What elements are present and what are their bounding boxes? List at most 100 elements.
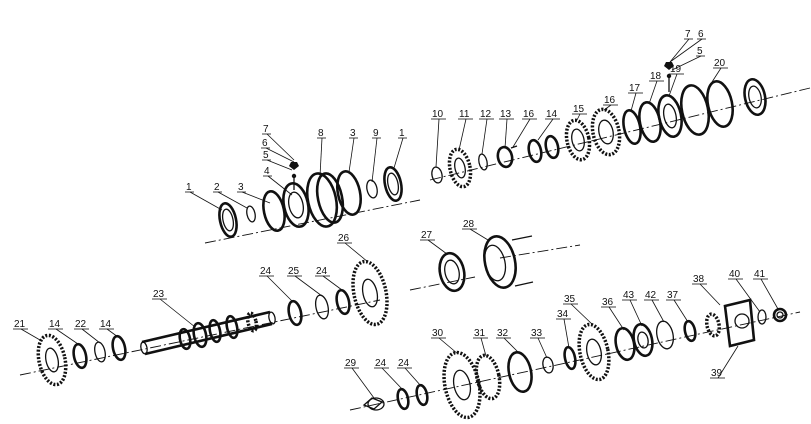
- ring-3-right: [336, 170, 362, 216]
- callout-6: 6: [261, 138, 295, 163]
- callout-number: 5: [697, 46, 703, 57]
- ring-32: [507, 351, 533, 393]
- callout-number: 24: [260, 266, 272, 277]
- gear-26: [351, 259, 389, 327]
- callout-leader: [371, 137, 378, 183]
- ring-24-b: [335, 288, 351, 316]
- callout-33: 33: [530, 328, 548, 359]
- callout-43: 43: [622, 290, 643, 327]
- callout-11: 11: [458, 109, 473, 151]
- callout-22: 22: [74, 319, 101, 344]
- washer-25: [314, 294, 330, 320]
- callout-number: 7: [685, 29, 691, 40]
- ring-34: [563, 345, 577, 371]
- callout-leader: [608, 306, 625, 331]
- callout-number: 17: [629, 83, 641, 94]
- hub-19: [657, 94, 683, 138]
- callout-leader: [504, 118, 508, 149]
- axis-lines: [19, 87, 811, 411]
- callout-leader: [189, 191, 223, 211]
- callout-3: 3: [237, 182, 271, 204]
- ring-37: [683, 319, 697, 343]
- callout-41: 41: [753, 269, 779, 310]
- gear-28: [483, 235, 534, 289]
- callout-leader: [711, 67, 722, 83]
- callout-7: 7: [669, 29, 693, 63]
- callout-3: 3: [348, 128, 358, 173]
- needle-bearing-14-a: [72, 342, 88, 370]
- callout-leader: [159, 298, 196, 328]
- nut-41: [772, 307, 788, 323]
- callout-number: 30: [432, 328, 444, 339]
- callout-number: 14: [100, 319, 112, 330]
- callout-leader: [717, 345, 739, 379]
- callout-24: 24: [397, 358, 422, 387]
- callout-36: 36: [601, 297, 625, 331]
- callout-16: 16: [512, 109, 537, 148]
- callout-number: 6: [698, 29, 704, 40]
- callout-number: 37: [667, 290, 679, 301]
- callout-14: 14: [537, 109, 560, 141]
- lower-right-shaft-group: [362, 298, 788, 420]
- bushing-13: [496, 145, 514, 169]
- washer-12: [478, 153, 488, 171]
- bushing-29: [362, 397, 385, 411]
- callout-number: 25: [288, 266, 300, 277]
- washer-33: [542, 356, 554, 374]
- callout-number: 21: [14, 319, 26, 330]
- callout-number: 28: [463, 219, 475, 230]
- callout-number: 24: [316, 266, 328, 277]
- callout-27: 27: [420, 230, 448, 255]
- callout-number: 12: [480, 109, 492, 120]
- callout-leader: [651, 299, 665, 323]
- callout-leader: [668, 73, 678, 97]
- callout-leader: [503, 337, 519, 353]
- callout-number: 10: [432, 109, 444, 120]
- flange-38: [704, 298, 756, 348]
- washer-22: [94, 341, 106, 363]
- ring-27: [438, 251, 466, 293]
- callout-number: 23: [153, 289, 165, 300]
- callout-number: 34: [557, 309, 569, 320]
- callout-19: 19: [668, 64, 684, 97]
- callout-leader: [570, 303, 594, 326]
- callout-leader: [576, 113, 581, 121]
- callout-38: 38: [692, 274, 721, 306]
- callout-number: 16: [604, 95, 616, 106]
- callout-leader: [438, 337, 459, 355]
- gear-16-b: [590, 107, 622, 157]
- callout-leader: [351, 367, 375, 399]
- callout-leader: [563, 318, 570, 349]
- callout-number: 15: [573, 104, 585, 115]
- callout-39: 39: [710, 345, 739, 379]
- callout-37: 37: [666, 290, 689, 323]
- needle-bearing-14: [527, 134, 560, 164]
- gear-35: [577, 322, 611, 382]
- callout-21: 21: [13, 319, 41, 341]
- callout-number: 2: [214, 182, 220, 193]
- callout-leader: [630, 92, 637, 112]
- callout-number: 19: [670, 64, 682, 75]
- callout-leader: [537, 118, 554, 141]
- callout-number: 32: [497, 328, 509, 339]
- callout-leader: [629, 299, 643, 327]
- callout-leader: [458, 118, 467, 151]
- callout-number: 3: [238, 182, 244, 193]
- nut-40: [757, 309, 767, 325]
- callout-leader: [294, 275, 323, 297]
- callout-leader: [217, 191, 248, 209]
- upper-right-shaft-group: [431, 62, 767, 189]
- callout-16: 16: [603, 95, 618, 111]
- callout-number: 1: [399, 128, 405, 139]
- middle-gear-group: [287, 235, 534, 327]
- needle-bearing-14-b: [111, 334, 127, 362]
- bearing-43: [632, 322, 654, 358]
- callout-leader: [265, 147, 295, 163]
- callout-number: 20: [714, 58, 726, 69]
- callout-5: 5: [671, 46, 705, 71]
- washer-2: [246, 205, 256, 223]
- callout-leader: [266, 275, 294, 303]
- callout-26: 26: [337, 233, 369, 263]
